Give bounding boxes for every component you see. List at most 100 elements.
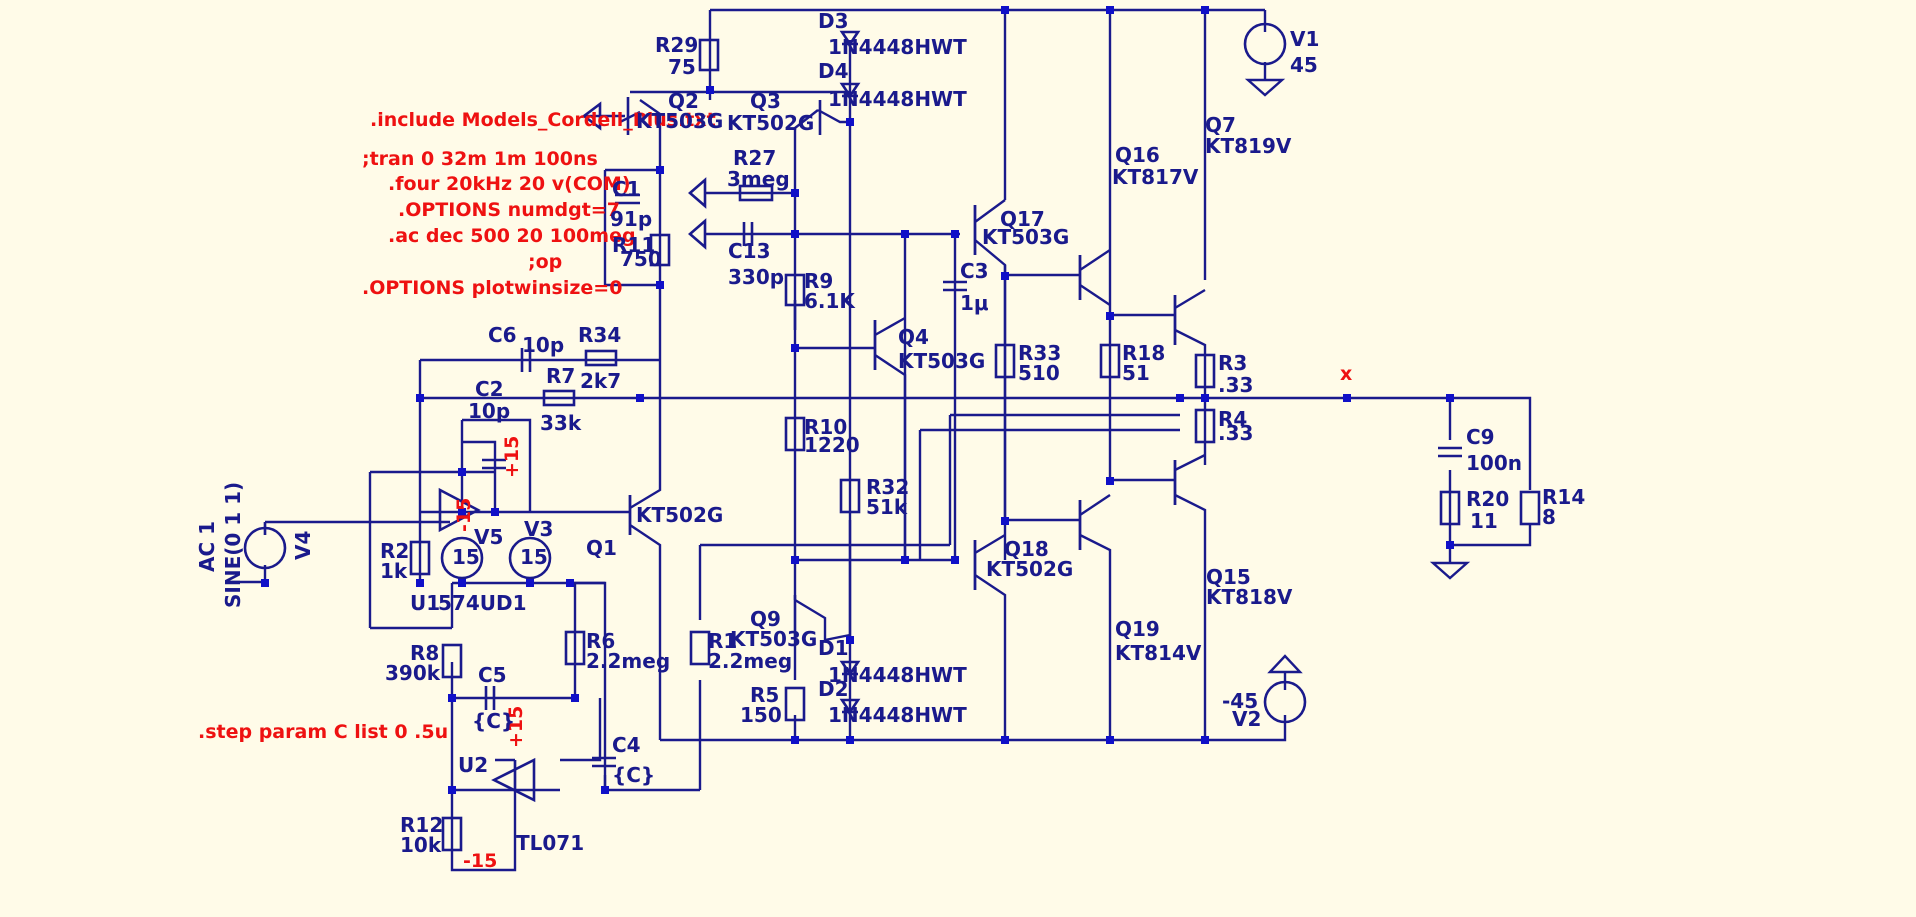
spice-directives: .include Models_Cordell_Plus.txt ;tran 0… [198,109,716,743]
supply-label-minus15-u1: -15 [453,498,475,532]
C3-value: 1μ [960,291,989,315]
R32-name: R32 [866,475,909,499]
V2-value: -45 [1222,689,1258,713]
V4-name: V4 [291,531,315,560]
R27-name: R27 [733,146,776,170]
R33-name: R33 [1018,341,1061,365]
V1-value: 45 [1290,53,1318,77]
R32-value: 51k [866,495,908,519]
C13-name: C13 [728,239,771,263]
supply-label-plus15-u1: +15 [501,436,523,478]
R2-name: R2 [380,539,409,563]
R20-name: R20 [1466,487,1509,511]
C6-value: 10p [522,333,564,357]
directive-four[interactable]: .four 20kHz 20 v(COM) [388,173,631,195]
R29-name: R29 [655,33,698,57]
R29-value: 75 [668,55,696,79]
R5-value: 150 [740,703,782,727]
R34-value: 2k7 [580,369,621,393]
R1-value: 2.2meg [708,649,792,673]
Q15-name: Q15 [1206,565,1251,589]
directive-step[interactable]: .step param C list 0 .5u [198,721,448,743]
directive-op[interactable]: ;op [528,251,562,273]
C13-value: 330p [728,265,784,289]
C9-name: C9 [1466,425,1495,449]
Q7-value: KT819V [1205,134,1292,158]
R18-value: 51 [1122,361,1150,385]
R20-value: 11 [1470,509,1498,533]
Q3-value: KT502G [727,111,814,135]
C1-value: 91p [610,207,652,231]
D1-name: D1 [818,636,849,660]
D2-value: 1N4448HWT [828,703,967,727]
Q17-value: KT503G [982,225,1069,249]
D1-value: 1N4448HWT [828,663,967,687]
Q9-name: Q9 [750,607,781,631]
R27-value: 3meg [727,167,790,191]
Q2-name: Q2 [668,89,699,113]
Q4-name: Q4 [898,325,929,349]
U2-value: TL071 [516,831,584,855]
R14-value: 8 [1542,505,1556,529]
R11-value: 750 [620,247,662,271]
R5-name: R5 [750,683,779,707]
directive-ac[interactable]: .ac dec 500 20 100meg [388,225,636,247]
Q15-value: KT818V [1206,585,1293,609]
directive-include[interactable]: .include Models_Cordell_Plus.txt [370,109,716,131]
D4-value: 1N4448HWT [828,87,967,111]
R10-value: 1220 [804,433,860,457]
component-labels: R29 75 D3 1N4448HWT D4 1N4448HWT V1 45 Q… [195,9,1585,857]
R7-value: 33k [540,411,582,435]
C5-name: C5 [478,663,507,687]
U1-name: U1 [410,591,440,615]
U2-name: U2 [458,753,488,777]
Q16-name: Q16 [1115,143,1160,167]
V5-value: 15 [452,545,480,569]
Q19-name: Q19 [1115,617,1160,641]
R4-value: .33 [1218,421,1253,445]
V5-name: V5 [474,525,503,549]
C9-value: 100n [1466,451,1522,475]
R2-value: 1k [380,559,408,583]
Q1-value: KT502G [636,503,723,527]
Q4-value: KT503G [898,349,985,373]
D3-value: 1N4448HWT [828,35,967,59]
C5-value: {C} [472,709,515,733]
V2-name: V2 [1232,707,1261,731]
junctions [261,6,1454,794]
directive-plotwinsize[interactable]: .OPTIONS plotwinsize=0 [362,277,622,299]
V4-value: SINE(0 1 1) [221,482,245,608]
Q1-name: Q1 [586,536,617,560]
V4-ac-label: AC 1 [195,521,219,572]
directive-numdgt[interactable]: .OPTIONS numdgt=7 [398,199,620,221]
directive-tran[interactable]: ;tran 0 32m 1m 100ns [362,148,598,170]
Q16-value: KT817V [1112,165,1199,189]
supply-label-minus15-u2: -15 [463,850,497,872]
R11-name: R11 [612,233,655,257]
supply-label-plus15-u2: +15 [505,706,527,748]
supply-labels: +15 -15 +15 -15 [453,436,527,872]
D3-name: D3 [818,9,849,33]
V3-name: V3 [524,517,553,541]
C6-name: C6 [488,323,517,347]
R8-value: 390k [385,661,441,685]
R9-value: 6.1K [804,289,856,313]
R34-name: R34 [578,323,621,347]
R4-name: R4 [1218,407,1247,431]
V1-name: V1 [1290,27,1319,51]
C4-value: {C} [612,763,655,787]
R9-name: R9 [804,269,833,293]
R12-value: 10k [400,833,442,857]
R14-name: R14 [1542,485,1585,509]
V3-value: 15 [520,545,548,569]
R3-value: .33 [1218,373,1253,397]
D2-name: D2 [818,677,849,701]
Q3-name: Q3 [750,89,781,113]
C3-name: C3 [960,259,989,283]
Q9-value: KT503G [730,627,817,651]
R18-name: R18 [1122,341,1165,365]
R1-name: R1 [708,629,737,653]
Q2-value: KT503G [636,109,723,133]
R3-name: R3 [1218,351,1247,375]
